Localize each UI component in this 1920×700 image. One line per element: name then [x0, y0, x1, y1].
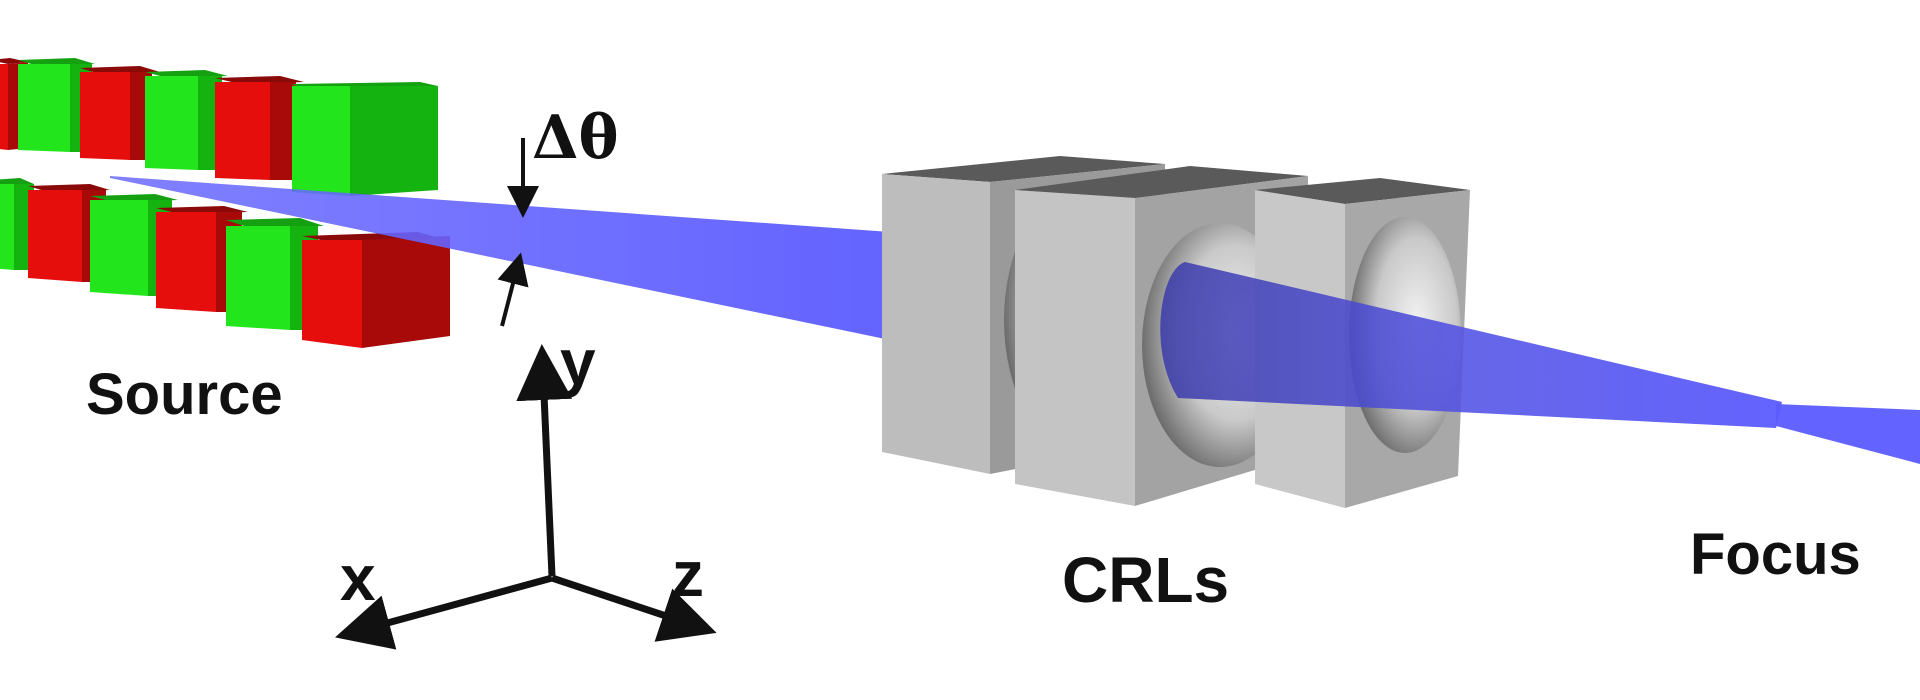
axis-label-x: x [340, 542, 376, 614]
focus-label: Focus [1690, 522, 1861, 587]
undulator-upper-row [0, 58, 438, 196]
divergence-marker: Δθ [497, 103, 619, 327]
magnet-block [215, 76, 304, 180]
axis-label-y: y [560, 326, 596, 398]
coordinate-axes: y x z [334, 326, 717, 650]
divergence-arrow-bottom [497, 252, 529, 327]
xray-beam-after-focus [1776, 404, 1920, 464]
magnet-block [302, 232, 450, 348]
x-axis-arrow [334, 574, 553, 650]
axis-label-z: z [672, 538, 704, 610]
y-axis-arrow [516, 344, 573, 577]
magnet-block [292, 82, 438, 196]
xray-beam-converging [1160, 262, 1782, 428]
z-axis-arrow [550, 574, 717, 642]
source-label: Source [86, 362, 283, 427]
crls-label: CRLs [1062, 544, 1229, 616]
divergence-label: Δθ [532, 103, 619, 173]
